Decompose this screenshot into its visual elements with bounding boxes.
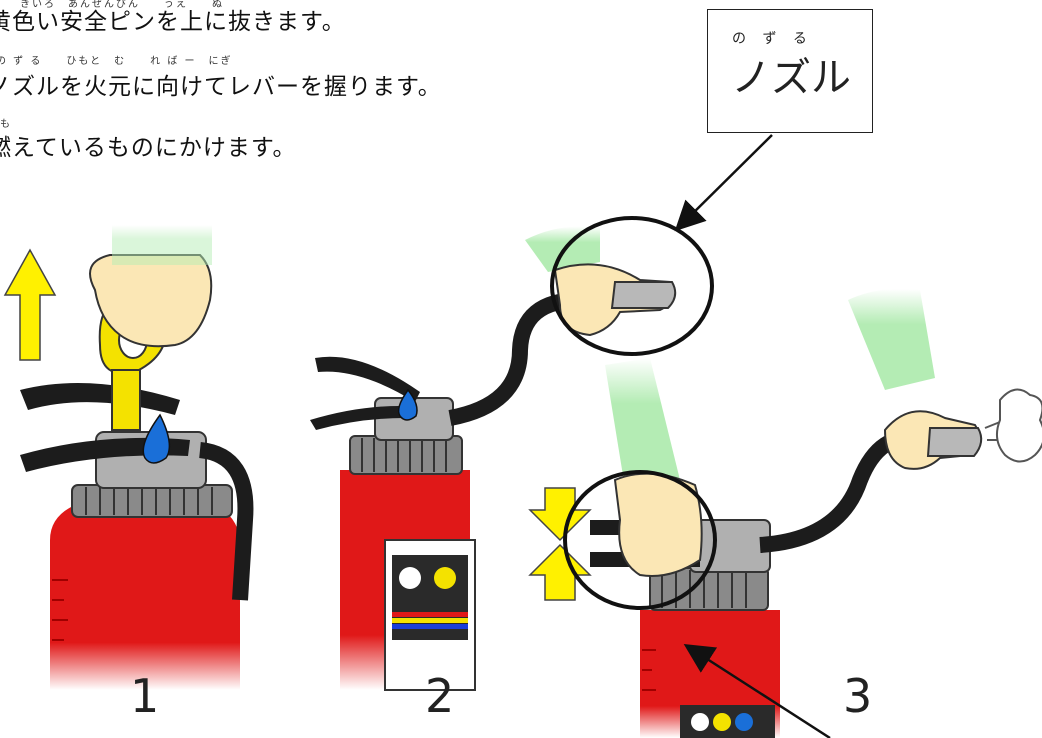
step3-text: 燃えているものにかけます。 [0, 135, 297, 161]
panel-number-3: 3 [843, 669, 872, 723]
nozzle-callout-box: の ず る ノズル [707, 9, 873, 133]
nozzle-pointer-arrow [674, 134, 773, 232]
step1-text: 黄色い安全ピンを上に抜きます。 [0, 9, 346, 35]
panel-3-illustration [528, 288, 1042, 738]
step3-ruby: も [0, 119, 12, 130]
threaded-collar-1 [71, 484, 233, 518]
step2-text: ノズルを火元に向けてレバーを握ります。 [0, 74, 442, 100]
spray-puff [984, 388, 1042, 463]
nozzle-2 [610, 281, 677, 309]
blue-drop-2 [397, 388, 418, 421]
panel-number-2: 2 [425, 669, 454, 723]
nozzle-callout-ruby: の ず る [732, 31, 813, 47]
panel-number-1: 1 [130, 669, 159, 723]
panel-2-illustration [310, 216, 714, 691]
squeeze-arrow-down [528, 487, 592, 542]
lever-highlight-circle [563, 470, 717, 610]
hand-1 [89, 254, 213, 348]
blue-drop-1 [142, 413, 171, 464]
pull-up-arrow [3, 248, 57, 361]
nozzle-highlight-circle [550, 216, 714, 356]
squeeze-arrow-up [528, 543, 592, 601]
step2-ruby: の ず る ひもと む れ ば ー にぎ [0, 56, 233, 67]
nozzle-callout-label: ノズル [731, 55, 851, 101]
nozzle-3 [926, 427, 983, 457]
step1-ruby: きいろ あんぜんぴん うえ ぬ [20, 0, 224, 10]
extinguisher-body-1 [50, 500, 240, 690]
hose-2 [448, 292, 581, 426]
lever-pointer-arrow [683, 643, 831, 738]
panel-1-illustration [3, 225, 254, 690]
